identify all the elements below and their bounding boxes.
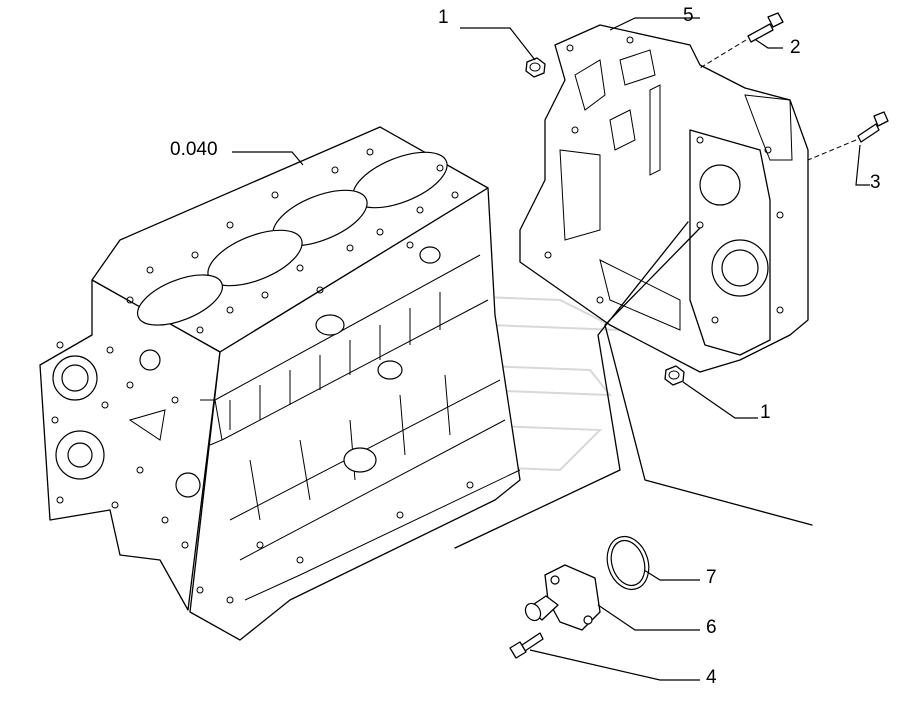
callout-part-6: 6 xyxy=(706,617,717,638)
flange-part-6 xyxy=(524,564,601,631)
callout-part-2: 2 xyxy=(790,37,801,58)
timing-cover xyxy=(454,24,813,549)
callout-part-1-lower: 1 xyxy=(760,402,771,423)
bolt-part-2 xyxy=(699,12,784,69)
callout-assembly-0040: 0.040 xyxy=(170,139,218,160)
callout-part-7: 7 xyxy=(706,567,717,588)
nut-part-1-top xyxy=(525,57,546,78)
bolt-part-3 xyxy=(807,111,889,161)
callout-part-1-top: 1 xyxy=(438,7,449,28)
nut-part-1-lower xyxy=(664,365,685,386)
bolt-part-4 xyxy=(509,632,544,659)
callout-part-5: 5 xyxy=(683,5,694,26)
o-ring-part-7 xyxy=(606,535,650,591)
engine-block xyxy=(39,126,521,641)
callout-part-3: 3 xyxy=(870,172,881,193)
leader-lines xyxy=(232,17,870,681)
callout-part-4: 4 xyxy=(706,667,717,688)
